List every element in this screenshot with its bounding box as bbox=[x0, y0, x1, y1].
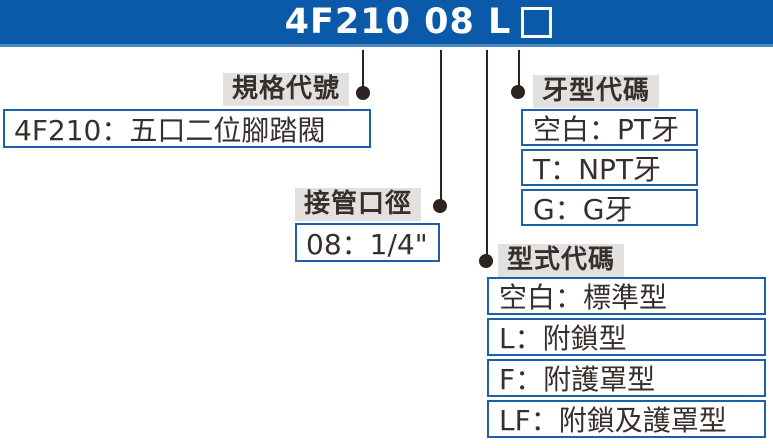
empty-box-symbol bbox=[521, 6, 553, 38]
thread-code-row: 空白：PT牙 bbox=[521, 109, 698, 146]
type-code-label: 型式代碼 bbox=[498, 244, 625, 277]
thread-code-label: 牙型代碼 bbox=[533, 75, 660, 108]
port-size-label: 接管口徑 bbox=[295, 188, 422, 221]
connector-line-thread bbox=[518, 50, 520, 92]
type-code-row: L：附鎖型 bbox=[487, 318, 766, 356]
spec-code-value: 4F210：五口二位腳踏閥 bbox=[3, 109, 371, 148]
spec-code-label: 規格代號 bbox=[223, 73, 350, 106]
connector-line-type bbox=[486, 50, 488, 261]
type-code-row: 空白：標準型 bbox=[487, 277, 766, 315]
connector-line-spec bbox=[362, 50, 364, 93]
thread-code-table: 空白：PT牙 T：NPT牙 G：G牙 bbox=[521, 109, 698, 226]
connector-dot-thread bbox=[511, 85, 525, 99]
connector-line-port bbox=[440, 50, 442, 206]
connector-dot-port bbox=[433, 199, 447, 213]
connector-dot-type bbox=[479, 254, 493, 268]
port-size-value: 08：1/4" bbox=[295, 223, 440, 262]
type-code-table: 空白：標準型 L：附鎖型 F：附護罩型 LF：附鎖及護罩型 bbox=[487, 277, 766, 438]
model-banner: 4F210 08 L bbox=[0, 0, 773, 47]
connector-dot-spec bbox=[356, 86, 370, 100]
model-title: 4F210 08 L bbox=[284, 2, 512, 42]
type-code-row: F：附護罩型 bbox=[487, 359, 766, 397]
thread-code-row: G：G牙 bbox=[521, 189, 698, 226]
type-code-row: LF：附鎖及護罩型 bbox=[487, 400, 766, 438]
thread-code-row: T：NPT牙 bbox=[521, 149, 698, 186]
